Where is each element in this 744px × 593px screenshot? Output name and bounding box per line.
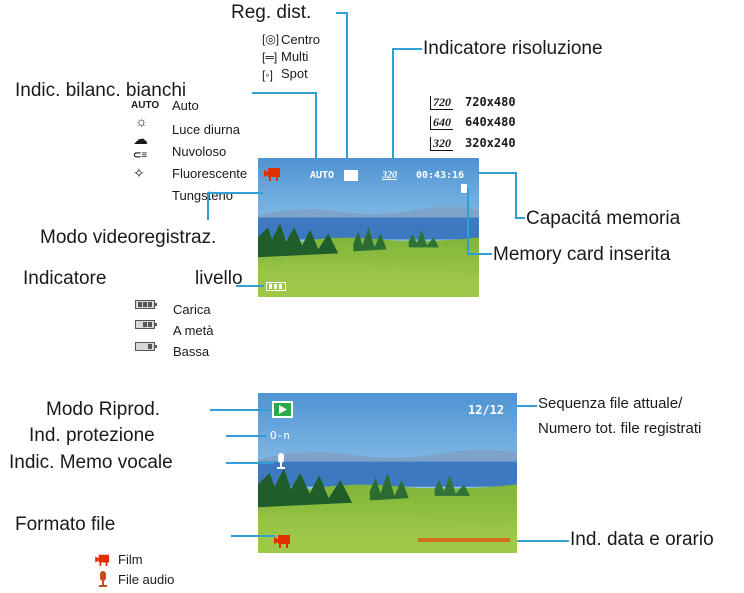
wb-auto-icon: AUTO [131, 100, 160, 111]
callout-play-mode: Modo Riprod. [46, 399, 161, 420]
play-mode-icon [272, 401, 293, 418]
callout-sequence-line2: Numero tot. file registrati [538, 420, 702, 437]
callout-video-mode: Modo videoregistraz. [40, 227, 217, 248]
file-counter: 12/12 [468, 403, 505, 417]
battery-low-icon [135, 338, 157, 356]
callout-voice-memo: Indic. Memo vocale [9, 452, 173, 473]
battery-full-icon [135, 296, 157, 314]
overlay-time: 00:43:16 [416, 170, 465, 181]
battery-level-label: Bassa [173, 344, 210, 359]
overlay-wb: AUTO [310, 170, 335, 181]
date-time-overlay [418, 538, 510, 542]
film-icon [95, 553, 111, 566]
resolution-code: 640 [430, 116, 453, 130]
tungsten-icon: ✧ [133, 165, 145, 181]
file-format-film-icon [274, 533, 292, 548]
resolution-code: 320 [430, 137, 453, 151]
wb-option: Auto [172, 98, 199, 113]
callout-memory-capacity: Capacitá memoria [526, 208, 681, 229]
resolution-item: 640 640x480 [430, 113, 516, 131]
focus-center-icon: [◎] [262, 32, 280, 46]
memory-card-icon [461, 184, 467, 193]
protection-key-icon: O-n [270, 429, 290, 442]
landscape-photo [258, 393, 517, 553]
wb-option: Nuvoloso [172, 144, 227, 159]
audio-file-icon [98, 571, 108, 587]
resolution-item: 320 320x240 [430, 134, 516, 152]
record-screen-preview: AUTO 320 00:43:16 [258, 158, 479, 297]
voice-memo-icon [276, 453, 285, 469]
focus-multi-icon: [═] [262, 50, 278, 64]
callout-protection: Ind. protezione [29, 425, 155, 446]
sun-icon: ☼ [135, 113, 148, 129]
file-type-label: File audio [118, 572, 175, 587]
resolution-value: 720x480 [465, 95, 516, 109]
file-type-label: Film [118, 552, 143, 567]
callout-date-time: Ind. data e orario [570, 529, 714, 550]
battery-level-label: A metà [173, 323, 214, 338]
distance-option: Centro [281, 32, 321, 47]
fluorescent-icon: ⊂≡ [133, 150, 148, 161]
overlay-focus-icon [344, 170, 358, 181]
resolution-item: 720 720x480 [430, 93, 516, 111]
cloud-icon: ☁ [133, 131, 148, 148]
callout-white-balance: Indic. bilanc. bianchi [15, 80, 187, 101]
battery-half-icon [135, 316, 157, 334]
callout-file-format: Formato file [15, 514, 116, 535]
wb-option: Luce diurna [172, 122, 240, 137]
battery-level-label: Carica [173, 302, 211, 317]
wb-option: Fluorescente [172, 166, 248, 181]
callout-battery-level: livello [195, 268, 243, 289]
distance-option: Multi [281, 49, 309, 64]
callout-memory-card: Memory card inserita [493, 244, 671, 265]
playback-screen-preview: 12/12 O-n [258, 393, 517, 553]
callout-resolution: Indicatore risoluzione [423, 38, 603, 59]
callout-distance: Reg. dist. [231, 2, 312, 23]
resolution-value: 640x480 [465, 115, 516, 129]
overlay-battery-icon [266, 282, 286, 291]
overlay-resolution: 320 [382, 170, 397, 181]
resolution-code: 720 [430, 96, 453, 110]
callout-sequence-line1: Sequenza file attuale/ [538, 395, 683, 412]
callout-battery-indicator: Indicatore [23, 268, 107, 289]
video-mode-icon [264, 166, 282, 181]
focus-spot-icon: [◦] [262, 68, 273, 82]
distance-option: Spot [281, 66, 308, 81]
resolution-value: 320x240 [465, 136, 516, 150]
wb-option: Tungsteno [172, 188, 233, 203]
